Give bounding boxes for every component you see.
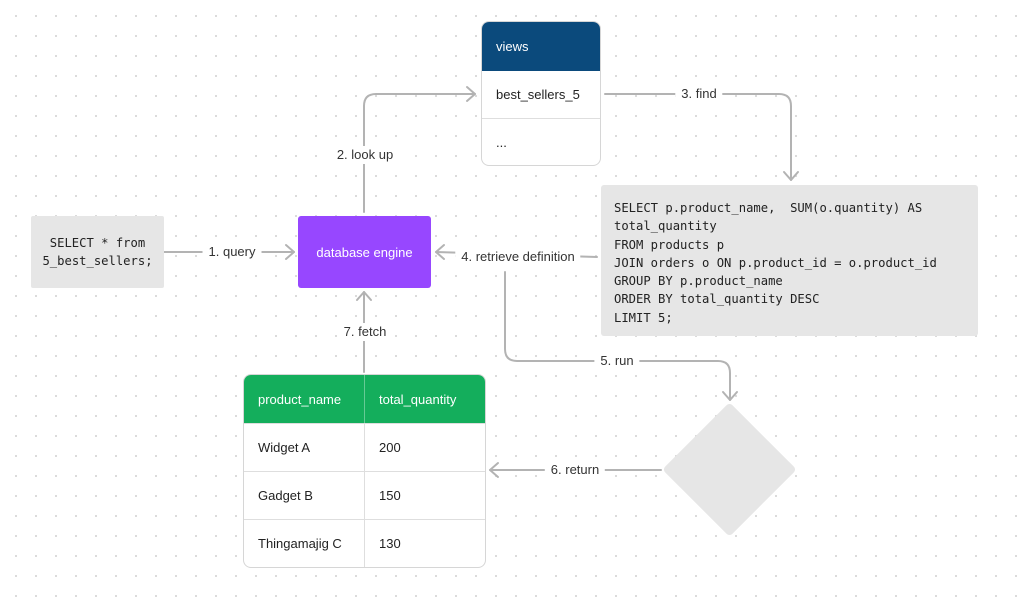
sql-line: GROUP BY p.product_name — [614, 274, 783, 289]
views-item-best-sellers[interactable]: best_sellers_5 — [496, 87, 580, 102]
database-engine-node[interactable]: database engine — [298, 216, 431, 288]
views-node[interactable]: views best_sellers_5 ... — [481, 21, 601, 166]
arrowhead-return — [489, 462, 499, 478]
edge-label-find: 3. find — [675, 85, 723, 103]
edge-label-run: 5. run — [594, 352, 640, 370]
table-row: Widget A 200 — [244, 423, 485, 471]
edge-label-look-up: 2. look up — [330, 146, 400, 164]
column-header-total-quantity: total_quantity — [379, 391, 457, 407]
arrowhead-run — [722, 391, 738, 401]
query-line: SELECT * from — [49, 236, 146, 250]
view-definition-node[interactable]: SELECT p.product_name, SUM(o.quantity) A… — [601, 185, 978, 336]
table-cell: Widget A — [244, 424, 365, 471]
arrowhead-look-up — [466, 86, 476, 102]
result-table-header: product_name total_quantity — [244, 375, 485, 423]
table-row: Thingamajig C 130 — [244, 519, 485, 567]
edge-label-query: 1. query — [202, 243, 262, 261]
views-header: views — [482, 22, 600, 71]
table-cell: 150 — [379, 488, 401, 503]
table-row: Gadget B 150 — [244, 471, 485, 519]
connector-look-up — [363, 93, 476, 213]
database-engine-label: database engine — [316, 244, 413, 260]
table-cell: 200 — [379, 440, 401, 455]
sql-line: SELECT p.product_name, SUM(o.quantity) A… — [614, 201, 923, 215]
sql-line: total_quantity — [614, 219, 717, 234]
sql-line: ORDER BY total_quantity DESC — [614, 292, 820, 307]
edge-label-retrieve-definition: 4. retrieve definition — [455, 248, 581, 266]
sql-line: FROM products p — [614, 237, 725, 252]
result-table[interactable]: product_name total_quantity Widget A 200… — [243, 374, 486, 568]
sql-line: JOIN orders o ON p.product_id = o.produc… — [614, 255, 937, 270]
views-item-more[interactable]: ... — [482, 118, 600, 165]
table-cell: Thingamajig C — [244, 520, 365, 567]
query-line: 5_best_sellers; — [42, 254, 153, 268]
edge-label-return: 6. return — [544, 461, 606, 479]
table-cell: 130 — [379, 536, 401, 551]
edge-label-fetch: 7. fetch — [337, 323, 393, 341]
query-node[interactable]: SELECT * from 5_best_sellers; — [31, 216, 164, 288]
arrowhead-fetch — [356, 291, 372, 301]
arrowhead-retrieve-definition — [435, 244, 445, 260]
arrowhead-find — [783, 171, 799, 181]
sql-line: LIMIT 5; — [614, 310, 673, 325]
column-header-product-name: product_name — [244, 375, 365, 423]
views-list: best_sellers_5 ... — [482, 71, 600, 165]
arrowhead-query — [285, 244, 295, 260]
table-cell: Gadget B — [244, 472, 365, 519]
connector-find — [604, 93, 792, 181]
